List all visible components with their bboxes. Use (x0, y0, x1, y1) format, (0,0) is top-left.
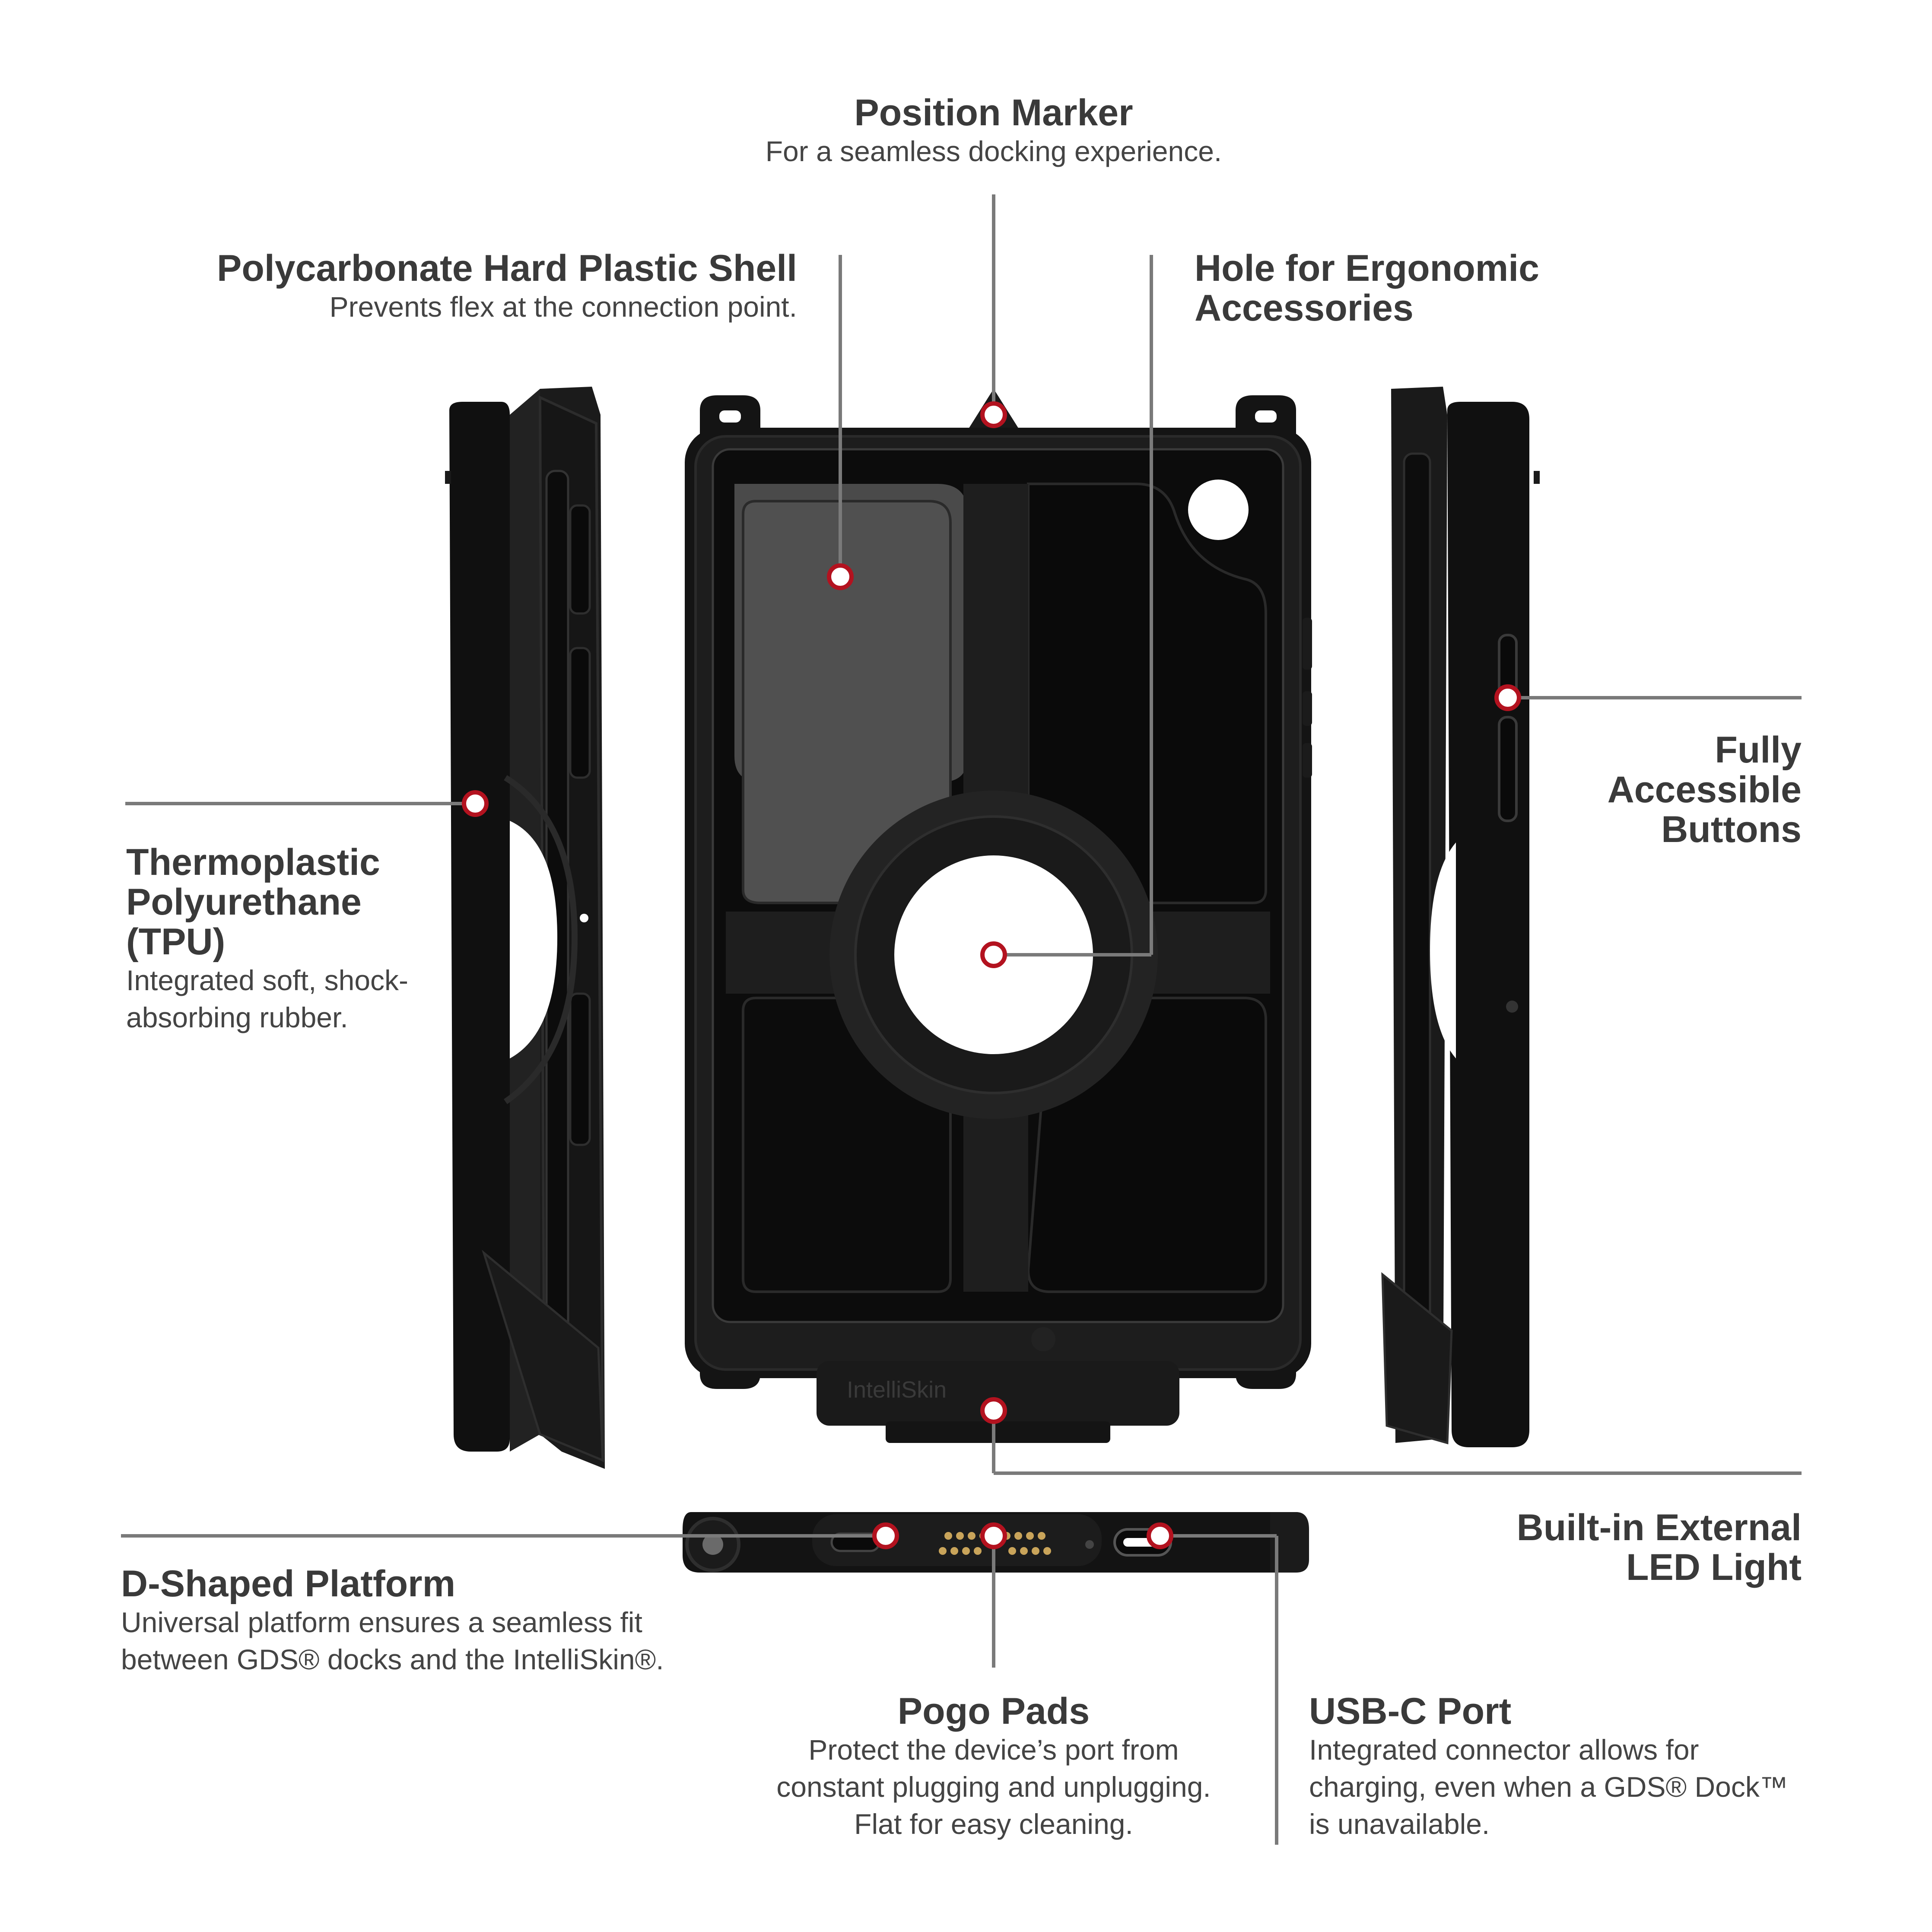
callout-pogo-pads: Pogo Pads Protect the device’s port from… (713, 1691, 1274, 1843)
callout-markers (462, 401, 1521, 1549)
callout-desc-line: between GDS® docks and the IntelliSkin®. (121, 1643, 664, 1675)
callout-title-line: Buttons (1661, 809, 1802, 850)
callout-title: Polycarbonate Hard Plastic Shell (216, 248, 797, 289)
callout-title-line: Polyurethane (126, 881, 362, 923)
marker-ergonomic-hole (980, 941, 1007, 968)
callout-title-line: Accessories (1195, 287, 1414, 329)
marker-led (980, 1397, 1007, 1424)
callout-title-line: Accessible (1607, 769, 1802, 810)
callout-title: Pogo Pads (897, 1690, 1090, 1732)
callout-desc-line: Integrated connector allows for (1309, 1734, 1699, 1766)
marker-buttons (1494, 684, 1521, 711)
callout-desc-line: Flat for easy cleaning. (854, 1808, 1133, 1840)
marker-shell (827, 563, 854, 590)
callout-title-line: LED Light (1626, 1547, 1802, 1588)
callout-title-line: (TPU) (126, 921, 226, 963)
callout-title-line: Thermoplastic (126, 842, 380, 883)
callout-desc-line: Integrated soft, shock- (126, 964, 409, 996)
callout-title: USB-C Port (1309, 1690, 1512, 1732)
marker-pogo (980, 1522, 1007, 1549)
callout-ergonomic-hole: Hole for Ergonomic Accessories (1195, 248, 1756, 328)
callout-desc-line: Universal platform ensures a seamless fi… (121, 1606, 642, 1638)
callout-desc-line: is unavailable. (1309, 1808, 1490, 1840)
callout-d-shaped-platform: D-Shaped Platform Universal platform ens… (121, 1564, 769, 1678)
marker-usbc (1147, 1522, 1173, 1549)
leader-lines (121, 194, 1802, 1845)
callout-desc: For a seamless docking experience. (765, 135, 1222, 167)
brand-embossed-text: IntelliSkin (847, 1377, 947, 1403)
callout-desc-line: Protect the device’s port from (808, 1734, 1179, 1766)
callout-tpu: Thermoplastic Polyurethane (TPU) Integra… (126, 842, 515, 1036)
marker-tpu (462, 790, 489, 817)
callout-led-light: Built-in External LED Light (1413, 1508, 1802, 1587)
callout-desc-line: charging, even when a GDS® Dock™ (1309, 1771, 1788, 1803)
callout-desc-line: absorbing rubber. (126, 1001, 348, 1033)
callout-position-marker: Position Marker For a seamless docking e… (691, 93, 1296, 170)
marker-d-platform (872, 1522, 899, 1549)
callout-title: Position Marker (854, 92, 1133, 133)
right-side-view (1381, 387, 1540, 1447)
center-back-view: IntelliSkin (685, 389, 1312, 1443)
callout-polycarbonate-shell: Polycarbonate Hard Plastic Shell Prevent… (130, 248, 797, 325)
callout-desc-line: constant plugging and unplugging. (776, 1771, 1211, 1803)
callout-title: D-Shaped Platform (121, 1563, 456, 1605)
callout-buttons: Fully Accessible Buttons (1499, 730, 1802, 849)
callout-usb-c-port: USB-C Port Integrated connector allows f… (1309, 1691, 1827, 1843)
callout-desc: Prevents flex at the connection point. (329, 291, 797, 323)
callout-title-line: Hole for Ergonomic (1195, 248, 1539, 289)
callout-title-line: Fully (1715, 729, 1802, 771)
marker-position (980, 401, 1007, 428)
callout-title-line: Built-in External (1516, 1507, 1802, 1548)
left-side-view (445, 387, 605, 1469)
